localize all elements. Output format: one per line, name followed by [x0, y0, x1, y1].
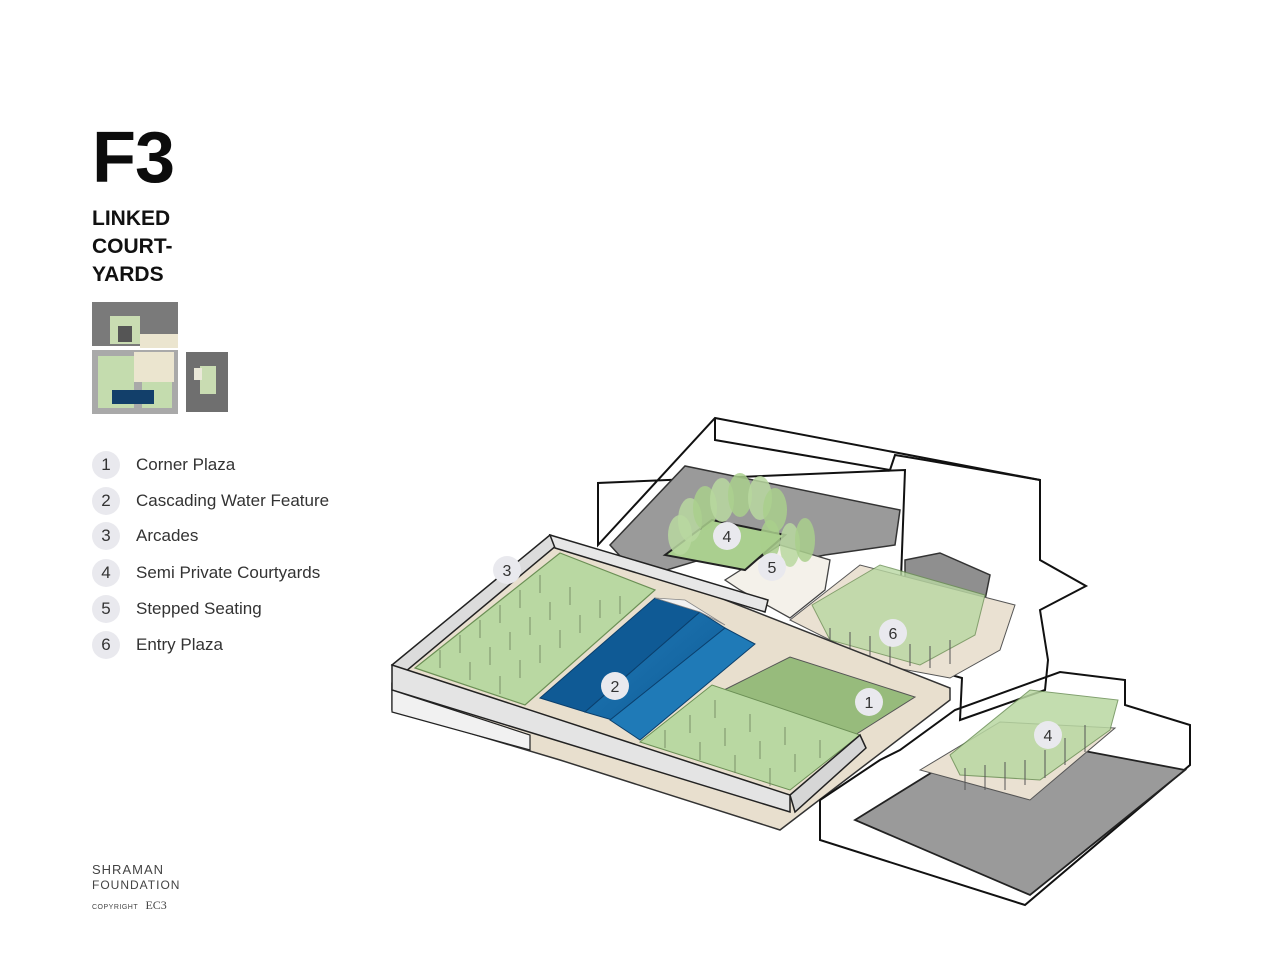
marker-label: 1	[865, 695, 874, 712]
arcade-north	[548, 533, 769, 613]
legend-label: Arcades	[136, 526, 199, 545]
copyright-line: COPYRIGHT EC3	[92, 898, 167, 913]
legend-item-corner-plaza: 1 Corner Plaza	[92, 450, 235, 480]
key-plan-east-step	[194, 368, 202, 380]
water-feature-lower	[609, 627, 756, 741]
legend-label: Semi Private Courtyards	[136, 563, 321, 582]
marker-corner-plaza: 1	[855, 688, 883, 716]
title-line-1: LINKED	[92, 207, 171, 230]
org-name-line2: FOUNDATION	[92, 878, 181, 892]
marker-label: 2	[611, 679, 620, 696]
org-name-line1: SHRAMAN	[92, 862, 165, 877]
marker-label: 6	[889, 626, 898, 643]
north-building-roof	[714, 418, 1041, 481]
arcade-south	[391, 663, 791, 814]
legend-label: Corner Plaza	[136, 455, 236, 474]
legend-number: 2	[92, 487, 120, 515]
key-plan-plaza	[134, 352, 174, 382]
legend-label: Cascading Water Feature	[136, 491, 330, 510]
copyright-word: COPYRIGHT	[92, 904, 139, 911]
legend-item-stepped-seating: 5 Stepped Seating	[92, 594, 262, 624]
legend-label: Entry Plaza	[136, 635, 223, 654]
legend-number: 3	[92, 522, 120, 550]
key-plan-paving-strip	[140, 334, 178, 348]
marker-courtyard-north: 4	[713, 522, 741, 550]
water-feature-cascade	[654, 597, 726, 626]
legend-number: 6	[92, 631, 120, 659]
legend-item-courtyards: 4 Semi Private Courtyards	[92, 558, 320, 588]
key-plan-water	[112, 390, 154, 404]
arcade-facade	[391, 689, 531, 751]
north-courtyard-trees	[668, 473, 815, 567]
arcade-tree-grid	[439, 575, 621, 694]
east-courtyard-trunks	[964, 725, 1086, 790]
legend-number: 5	[92, 595, 120, 623]
key-plan-core	[118, 326, 132, 342]
arcade-east	[789, 733, 867, 814]
legend-item-water-feature: 2 Cascading Water Feature	[92, 486, 329, 516]
marker-courtyard-east: 4	[1034, 721, 1062, 749]
marker-label: 3	[503, 563, 512, 580]
marker-arcades: 3	[493, 556, 521, 584]
legend-item-arcades: 3 Arcades	[92, 521, 198, 551]
legend-number: 4	[92, 559, 120, 587]
legend-label: Stepped Seating	[136, 599, 262, 618]
marker-water-feature: 2	[601, 672, 629, 700]
marker-label: 5	[768, 560, 777, 577]
marker-label: 4	[723, 529, 732, 546]
marker-label: 4	[1044, 728, 1053, 745]
marker-stepped-seating: 5	[758, 553, 786, 581]
diagram-code: F3	[92, 118, 175, 198]
marker-entry-plaza: 6	[879, 619, 907, 647]
legend-number: 1	[92, 451, 120, 479]
south-lawn-trunks	[664, 700, 821, 786]
legend-item-entry-plaza: 6 Entry Plaza	[92, 630, 223, 660]
copyright-code: EC3	[145, 898, 167, 912]
title-line-2: COURT-	[92, 235, 173, 258]
arcade-planting	[413, 552, 657, 706]
title-line-3: YARDS	[92, 263, 164, 286]
key-plan-thumbnail	[92, 302, 228, 414]
key-plan-courtyard-east	[200, 366, 216, 394]
